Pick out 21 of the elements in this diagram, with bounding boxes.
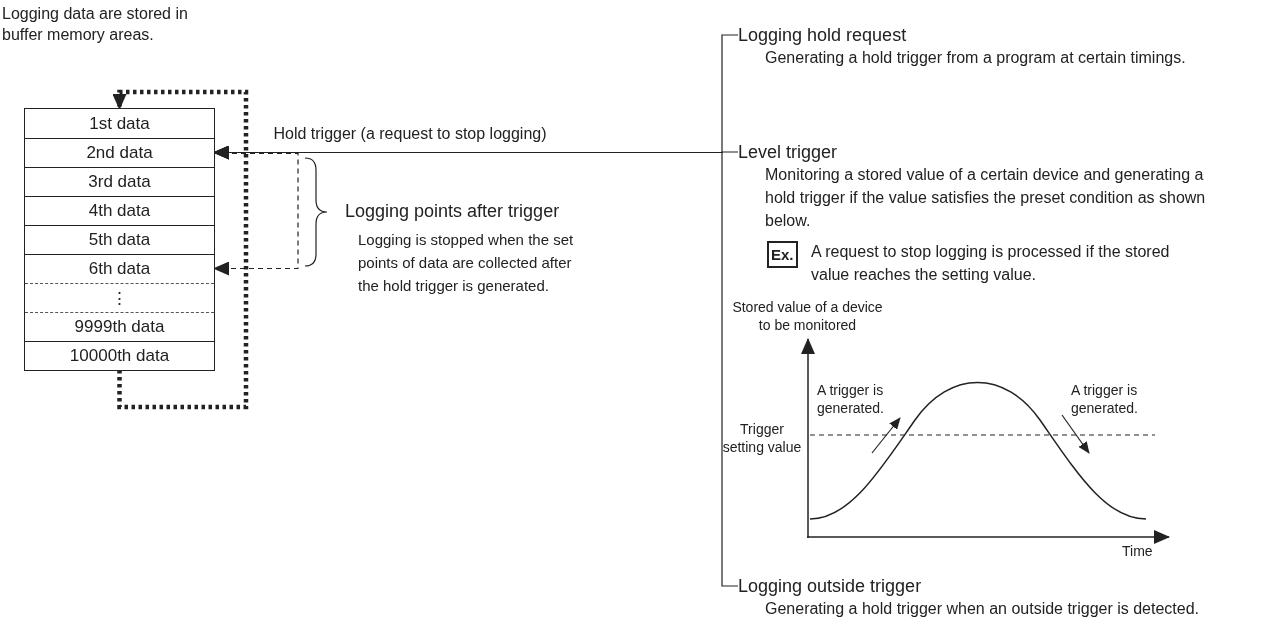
chart-annotation: A trigger is generated.	[1071, 381, 1139, 418]
note-text: Logging is stopped when the set points of data are collected after the hold trigger is generated.	[358, 230, 575, 296]
caption-note: Logging data are stored in buffer memory areas.	[2, 4, 189, 45]
dashed-arrow	[112, 89, 249, 410]
buffer-memory-table	[24, 108, 215, 371]
trigger-description: Generating a hold trigger from a program at certain timings.	[765, 48, 1187, 68]
arrow	[213, 145, 739, 587]
example-tag: Ex.	[767, 241, 798, 268]
note-text: A request to stop logging is processed if the stored value reaches the setting value.	[811, 242, 1171, 285]
chart-annotation: A trigger is generated.	[817, 381, 885, 418]
axis-label: Stored value of a device to be monitored	[731, 298, 884, 335]
axis-label: Time	[1122, 542, 1154, 561]
axis-label: Trigger setting value	[722, 420, 802, 457]
bracket-label: Logging points after trigger	[345, 200, 561, 223]
trigger-description: Monitoring a stored value of a certain device and generating a hold trigger if the value satisfies the preset condition as shown below.	[765, 165, 1207, 231]
trigger-heading: Logging outside trigger	[738, 575, 923, 597]
trigger-description: Generating a hold trigger when an outside trigger is detected.	[765, 599, 1201, 619]
edge-label: Hold trigger (a request to stop logging)	[272, 124, 548, 144]
trigger-heading: Logging hold request	[738, 24, 908, 46]
dashed-arrow	[213, 152, 299, 276]
trigger-heading: Level trigger	[738, 141, 839, 163]
